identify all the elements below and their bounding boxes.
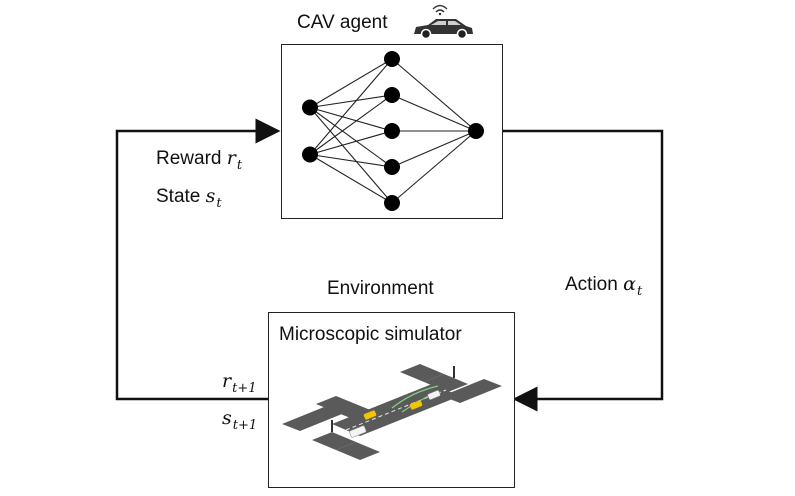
nn-edge <box>391 94 477 132</box>
intersection-traffic-scene <box>282 364 502 460</box>
simulator-label: Microscopic simulator <box>279 324 462 345</box>
nn-edge <box>309 107 393 204</box>
nn-edge <box>309 94 393 155</box>
action-arrow <box>503 129 664 412</box>
environment-title: Environment <box>327 278 434 299</box>
nn-node-l1-0 <box>384 51 400 67</box>
feedback-arrow <box>115 118 281 401</box>
action-label: Action αt <box>565 273 643 299</box>
nn-edge <box>309 58 393 108</box>
environment-box <box>268 312 515 488</box>
nn-node-l1-4 <box>384 195 400 211</box>
nn-node-l2-0 <box>468 123 484 139</box>
agent-title: CAV agent <box>297 12 388 33</box>
nn-edge <box>309 107 393 168</box>
next-state-label: st+1 <box>222 407 258 433</box>
nn-node-l0-1 <box>302 146 318 163</box>
nn-edge <box>309 153 393 168</box>
nn-node-l1-3 <box>384 159 400 175</box>
nn-edge <box>391 58 477 132</box>
state-label: State st <box>156 185 222 211</box>
nn-edge <box>391 130 477 204</box>
nn-node-l1-2 <box>384 123 400 139</box>
nn-edge <box>309 106 393 132</box>
connected-car-icon <box>414 4 473 40</box>
nn-edge <box>309 154 393 204</box>
reward-label: Reward rt <box>156 147 243 173</box>
nn-edge <box>309 58 393 155</box>
nn-edge <box>391 130 477 168</box>
next-reward-label: rt+1 <box>222 370 257 396</box>
nn-node-l1-1 <box>384 87 400 103</box>
nn-edge <box>309 94 393 109</box>
nn-edge <box>309 130 393 156</box>
nn-node-l0-0 <box>302 99 318 116</box>
